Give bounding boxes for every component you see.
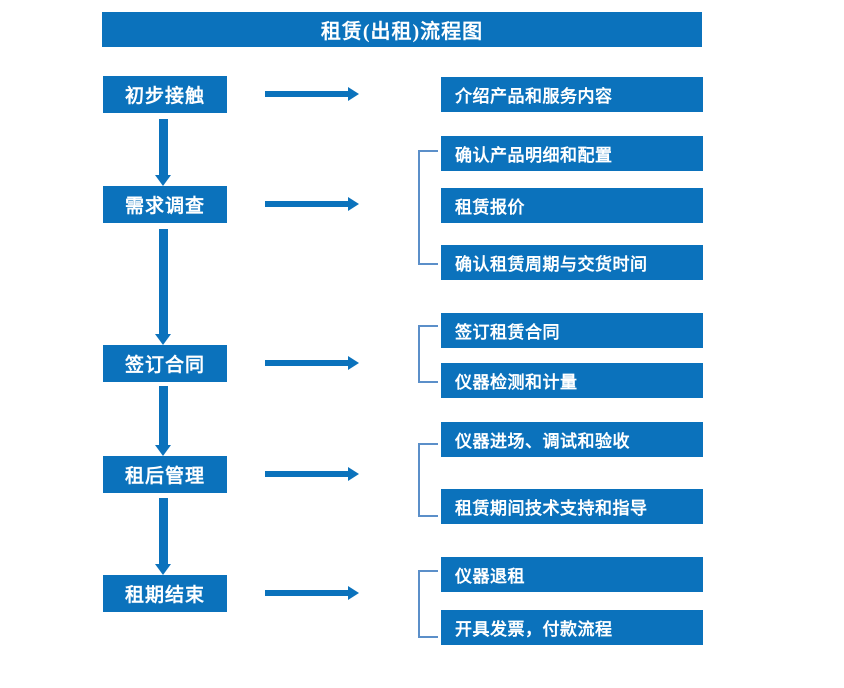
vertical-arrow-icon-2 [155,229,171,345]
detail-box-确认租赁周期与交货时间[interactable]: 确认租赁周期与交货时间 [441,245,703,280]
detail-box-介绍产品和服务内容[interactable]: 介绍产品和服务内容 [441,77,703,112]
vertical-arrow-icon-4 [155,498,171,575]
stage-box-需求调查[interactable]: 需求调查 [103,186,227,223]
vertical-arrow-icon-3 [155,386,171,456]
group-bracket-租后管理 [418,443,438,517]
group-bracket-签订合同 [418,325,438,383]
detail-box-签订租赁合同[interactable]: 签订租赁合同 [441,313,703,348]
detail-box-开具发票付款流程[interactable]: 开具发票，付款流程 [441,610,703,645]
vertical-arrow-icon-1 [155,119,171,186]
detail-box-仪器检测和计量[interactable]: 仪器检测和计量 [441,363,703,398]
stage-box-租期结束[interactable]: 租期结束 [103,575,227,612]
detail-box-确认产品明细和配置[interactable]: 确认产品明细和配置 [441,136,703,171]
detail-box-仪器进场调试和验收[interactable]: 仪器进场、调试和验收 [441,422,703,457]
group-bracket-租期结束 [418,570,438,638]
detail-box-仪器退租[interactable]: 仪器退租 [441,557,703,592]
stage-box-初步接触[interactable]: 初步接触 [103,76,227,113]
stage-box-签订合同[interactable]: 签订合同 [103,345,227,382]
group-bracket-需求调查 [418,150,438,265]
detail-box-租赁期间技术支持和指导[interactable]: 租赁期间技术支持和指导 [441,489,703,524]
detail-box-租赁报价[interactable]: 租赁报价 [441,188,703,223]
stage-box-租后管理[interactable]: 租后管理 [103,456,227,493]
diagram-title: 租赁(出租)流程图 [102,12,702,47]
